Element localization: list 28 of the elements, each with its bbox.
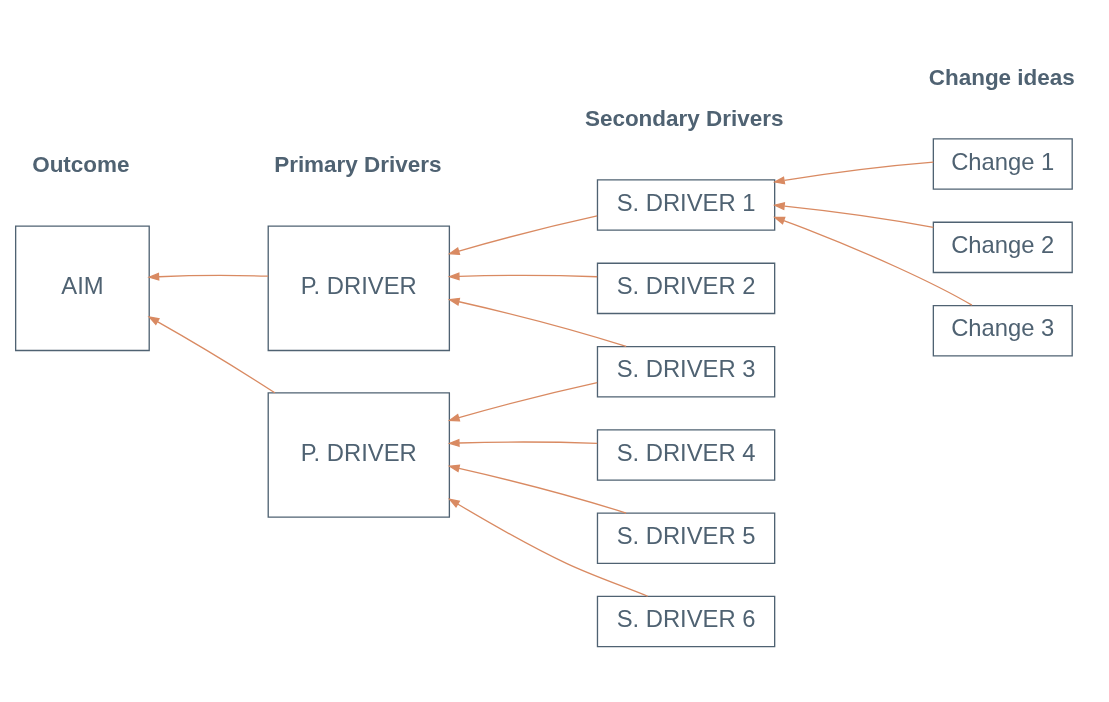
- arrow: [773, 216, 973, 306]
- node-box: P. DRIVER: [267, 391, 451, 518]
- arrow: [447, 381, 598, 422]
- arrow: [147, 315, 276, 393]
- node-box: Change 3: [932, 304, 1073, 356]
- node-box: AIM: [15, 225, 150, 351]
- label: Primary Drivers: [274, 151, 442, 177]
- arrow: [147, 272, 269, 281]
- node-box: S. DRIVER 6: [596, 595, 776, 647]
- node-box: S. DRIVER 5: [596, 512, 776, 564]
- node-box: P. DRIVER: [267, 225, 451, 351]
- arrow: [447, 438, 598, 447]
- arrow: [447, 214, 598, 255]
- arrow: [447, 463, 627, 514]
- label: Secondary Drivers: [584, 105, 784, 131]
- node-box: S. DRIVER 3: [596, 345, 776, 397]
- arrow: [447, 497, 649, 597]
- node-box: S. DRIVER 2: [596, 262, 776, 314]
- arrow: [447, 271, 598, 281]
- label: Outcome: [32, 151, 130, 177]
- node-box: S. DRIVER 4: [596, 428, 776, 481]
- arrow: [772, 160, 934, 184]
- arrow: [772, 201, 934, 228]
- label: Change ideas: [928, 64, 1075, 90]
- node-box: Change 1: [932, 137, 1073, 190]
- node-box: S. DRIVER 1: [596, 178, 776, 231]
- node-box: Change 2: [932, 221, 1073, 273]
- arrow: [447, 297, 627, 347]
